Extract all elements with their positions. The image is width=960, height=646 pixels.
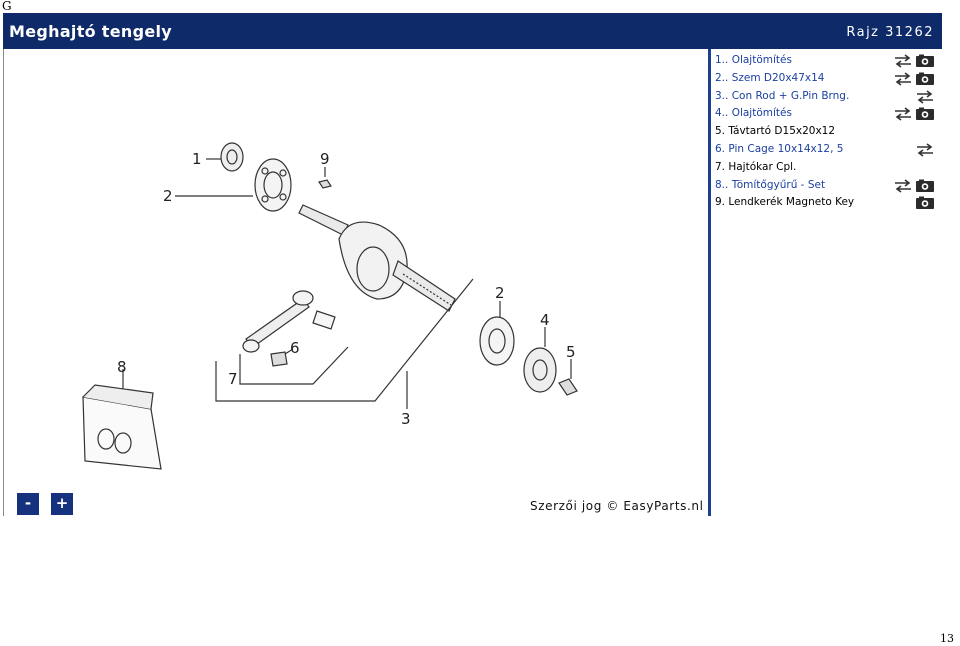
part-label: 9. Lendkerék Magneto Key — [715, 196, 855, 209]
part-label[interactable]: 3.. Con Rod + G.Pin Brng. — [715, 89, 850, 102]
callout-9: 9 — [320, 150, 330, 168]
drawing-number: Rajz 31262 — [846, 25, 934, 40]
swap-arrows-icon[interactable] — [893, 54, 913, 68]
part-magneto-key-9[interactable] — [318, 167, 332, 189]
panel-divider — [708, 49, 711, 516]
part-bearing-2-left[interactable] — [175, 158, 292, 212]
callout-1: 1 — [192, 150, 202, 168]
camera-icon[interactable] — [915, 196, 935, 210]
part-row[interactable]: 6. Pin Cage 10x14x12, 5 — [713, 141, 941, 159]
part-actions — [893, 178, 935, 193]
part-label[interactable]: 2.. Szem D20x47x14 — [715, 71, 825, 84]
part-actions — [915, 89, 935, 104]
page-number: 13 — [940, 632, 954, 645]
exploded-diagram[interactable]: 1 2 9 2 4 5 6 7 8 3 — [3, 49, 708, 516]
camera-icon[interactable] — [915, 107, 935, 121]
part-seal-set-8[interactable] — [82, 369, 162, 470]
swap-arrows-icon[interactable] — [893, 107, 913, 122]
zoom-in-button[interactable]: + — [51, 493, 73, 515]
part-row[interactable]: 4.. Olajtömítés — [713, 105, 941, 123]
viewer-header: Meghajtó tengely Rajz 31262 — [3, 13, 942, 49]
part-row: 7. Hajtókar Cpl. — [713, 159, 941, 177]
callout-8: 8 — [117, 358, 127, 376]
part-label[interactable]: 6. Pin Cage 10x14x12, 5 — [715, 142, 844, 155]
part-row[interactable]: 2.. Szem D20x47x14 — [713, 70, 941, 88]
part-oil-seal-4[interactable] — [523, 327, 557, 393]
part-pin-cage-6[interactable] — [270, 348, 294, 367]
part-label: 5. Távtartó D15x20x12 — [715, 125, 836, 138]
part-label: 7. Hajtókar Cpl. — [715, 160, 797, 173]
part-row: 9. Lendkerék Magneto Key — [713, 194, 941, 212]
part-actions — [893, 72, 935, 86]
part-connecting-rod[interactable] — [242, 290, 336, 353]
part-crankshaft[interactable] — [298, 204, 456, 312]
page-corner-letter: G — [2, 0, 12, 13]
part-row: 5. Távtartó D15x20x12 — [713, 123, 941, 141]
parts-list: 1.. Olajtömítés 2.. Szem D20x47x14 3.. Con… — [713, 52, 941, 212]
swap-arrows-icon[interactable] — [893, 72, 913, 86]
camera-icon[interactable] — [915, 54, 935, 68]
part-label[interactable]: 1.. Olajtömítés — [715, 54, 792, 66]
copyright-text: Szerzői jog © EasyParts.nl — [530, 499, 704, 513]
left-border — [3, 49, 4, 516]
part-oil-seal-1[interactable] — [206, 142, 244, 172]
assembly-title: Meghajtó tengely — [9, 22, 173, 41]
part-actions — [893, 54, 935, 68]
callout-5: 5 — [566, 343, 576, 361]
zoom-out-button[interactable]: - — [17, 493, 39, 515]
swap-arrows-icon[interactable] — [893, 178, 913, 193]
part-bearing-2-right[interactable] — [479, 301, 515, 366]
callout-2-right: 2 — [495, 284, 505, 302]
part-actions — [915, 143, 935, 157]
part-label[interactable]: 4.. Olajtömítés — [715, 107, 792, 120]
callout-7: 7 — [228, 370, 238, 388]
swap-arrows-icon[interactable] — [915, 143, 935, 157]
part-actions — [915, 196, 935, 210]
part-row[interactable]: 1.. Olajtömítés — [713, 52, 941, 70]
parts-viewer: Meghajtó tengely Rajz 31262 — [3, 13, 942, 516]
part-row[interactable]: 8.. Tömítőgyűrű - Set — [713, 177, 941, 195]
part-label[interactable]: 8.. Tömítőgyűrű - Set — [715, 178, 826, 191]
camera-icon[interactable] — [915, 72, 935, 86]
camera-icon[interactable] — [915, 179, 935, 193]
callout-2: 2 — [163, 187, 173, 205]
callout-6: 6 — [290, 339, 300, 357]
callout-4: 4 — [540, 311, 550, 329]
swap-arrows-icon[interactable] — [915, 89, 935, 104]
part-spacer-5[interactable] — [558, 359, 578, 396]
part-row[interactable]: 3.. Con Rod + G.Pin Brng. — [713, 88, 941, 106]
part-actions — [893, 107, 935, 122]
callout-3: 3 — [401, 410, 411, 428]
